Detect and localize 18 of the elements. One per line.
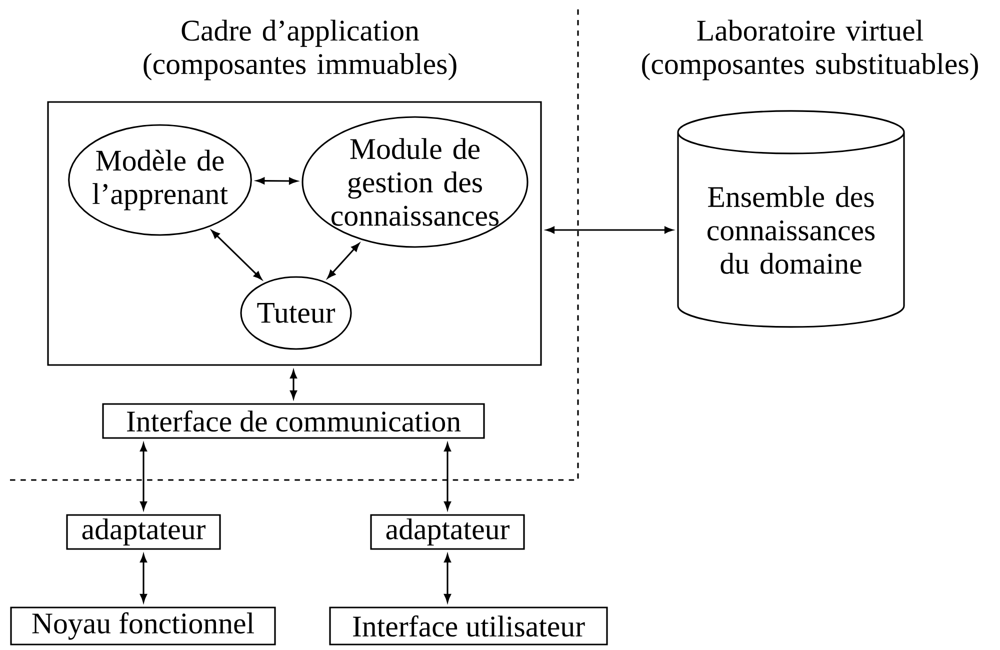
process-box: adaptateur xyxy=(370,514,525,550)
arrow xyxy=(327,243,360,278)
arrow xyxy=(546,226,673,234)
arrow xyxy=(444,443,451,510)
database-cylinder: Ensemble des connaissances du domaine xyxy=(677,110,905,328)
arrow xyxy=(290,370,297,399)
arrow xyxy=(211,230,262,280)
arrow xyxy=(140,443,147,510)
arrow xyxy=(444,554,451,602)
region-heading: Laboratoire virtuel (composantes substituables) xyxy=(642,20,978,80)
frame-box xyxy=(47,101,542,366)
process-box: Noyau fonctionnel xyxy=(10,606,276,646)
arrow xyxy=(140,554,147,602)
process-box: adaptateur xyxy=(66,514,221,550)
process-box: Interface de communication xyxy=(102,403,485,439)
process-box: Interface utilisateur xyxy=(329,606,608,646)
region-heading: Cadre d’application (composantes immuables) xyxy=(144,20,456,80)
arrow xyxy=(256,177,298,184)
